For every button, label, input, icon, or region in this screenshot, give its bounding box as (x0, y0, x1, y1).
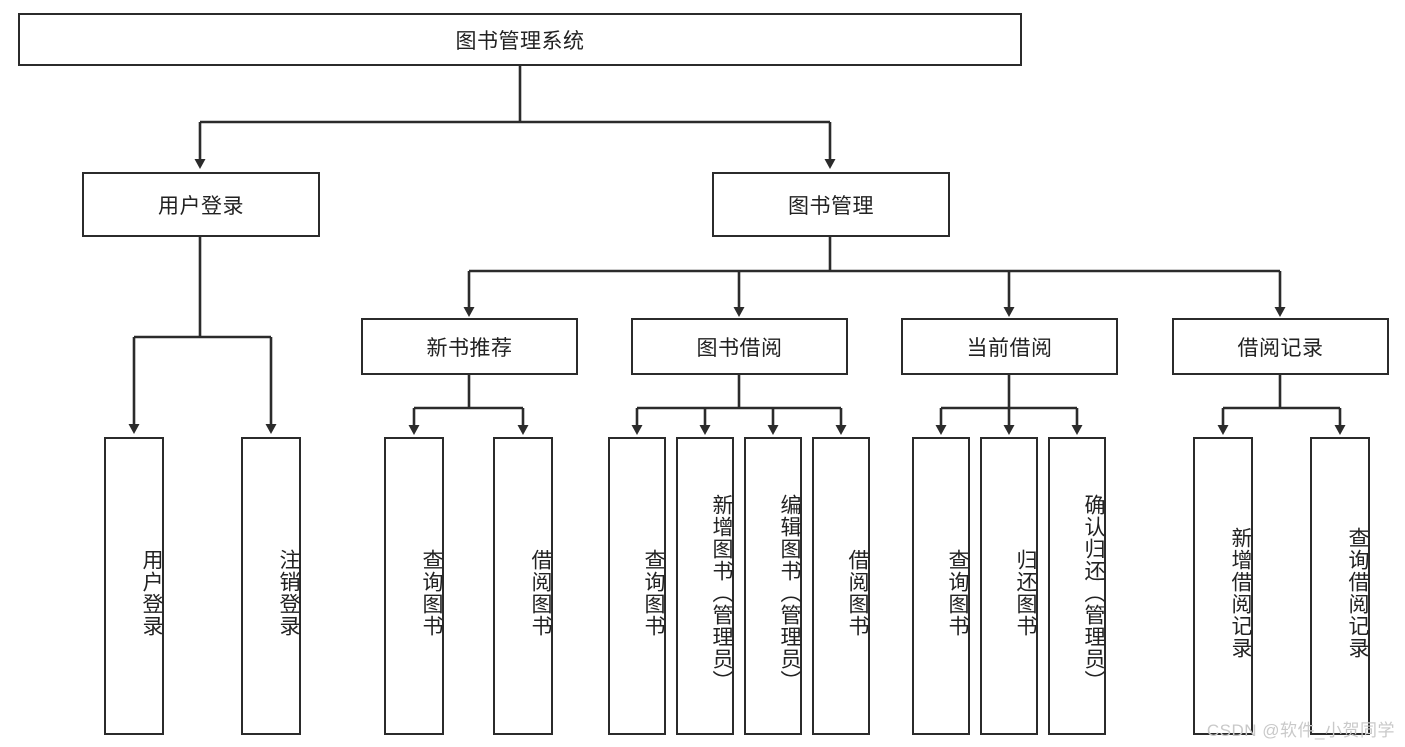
node-label: 归还图书 (1014, 549, 1037, 637)
node-label: 图书借阅 (696, 336, 783, 360)
node-current-borrow[interactable]: 当前借阅 (901, 318, 1118, 375)
leaf-current-confirm-return-admin[interactable]: 确认归还（管理员） (1048, 437, 1106, 735)
node-label: 用户登录 (158, 194, 244, 218)
leaf-recommend-borrow-book[interactable]: 借阅图书 (493, 437, 553, 735)
node-label: 查询图书 (420, 549, 443, 637)
node-label: 注销登录 (277, 549, 300, 637)
node-book-management[interactable]: 图书管理 (712, 172, 950, 237)
leaf-current-return-book[interactable]: 归还图书 (980, 437, 1038, 735)
node-label: 新增借阅记录 (1229, 527, 1252, 659)
node-label: 编辑图书（管理员） (778, 494, 801, 692)
leaf-borrow-add-book-admin[interactable]: 新增图书（管理员） (676, 437, 734, 735)
node-label: 图书管理 (788, 194, 874, 218)
node-label: 借阅记录 (1237, 336, 1324, 360)
node-label: 新书推荐 (426, 336, 513, 360)
node-label: 确认归还（管理员） (1082, 494, 1105, 692)
leaf-current-query-book[interactable]: 查询图书 (912, 437, 970, 735)
node-user-login[interactable]: 用户登录 (82, 172, 320, 237)
node-label: 查询图书 (946, 549, 969, 637)
node-label: 图书管理系统 (455, 29, 585, 53)
leaf-recommend-query-book[interactable]: 查询图书 (384, 437, 444, 735)
node-label: 用户登录 (140, 549, 163, 637)
node-borrow-record[interactable]: 借阅记录 (1172, 318, 1389, 375)
node-new-book-recommend[interactable]: 新书推荐 (361, 318, 578, 375)
node-root-system[interactable]: 图书管理系统 (18, 13, 1022, 66)
node-label: 借阅图书 (529, 549, 552, 637)
leaf-user-login-signin[interactable]: 用户登录 (104, 437, 164, 735)
leaf-record-query-record[interactable]: 查询借阅记录 (1310, 437, 1370, 735)
node-label: 借阅图书 (846, 549, 869, 637)
leaf-record-add-record[interactable]: 新增借阅记录 (1193, 437, 1253, 735)
node-label: 当前借阅 (966, 336, 1053, 360)
leaf-borrow-query-book[interactable]: 查询图书 (608, 437, 666, 735)
leaf-borrow-borrow-book[interactable]: 借阅图书 (812, 437, 870, 735)
node-label: 新增图书（管理员） (710, 494, 733, 692)
node-book-borrow[interactable]: 图书借阅 (631, 318, 848, 375)
node-label: 查询图书 (642, 549, 665, 637)
leaf-user-login-signout[interactable]: 注销登录 (241, 437, 301, 735)
csdn-watermark: CSDN @软件_小贺同学 (1206, 721, 1395, 740)
node-label: 查询借阅记录 (1346, 527, 1369, 659)
leaf-borrow-edit-book-admin[interactable]: 编辑图书（管理员） (744, 437, 802, 735)
